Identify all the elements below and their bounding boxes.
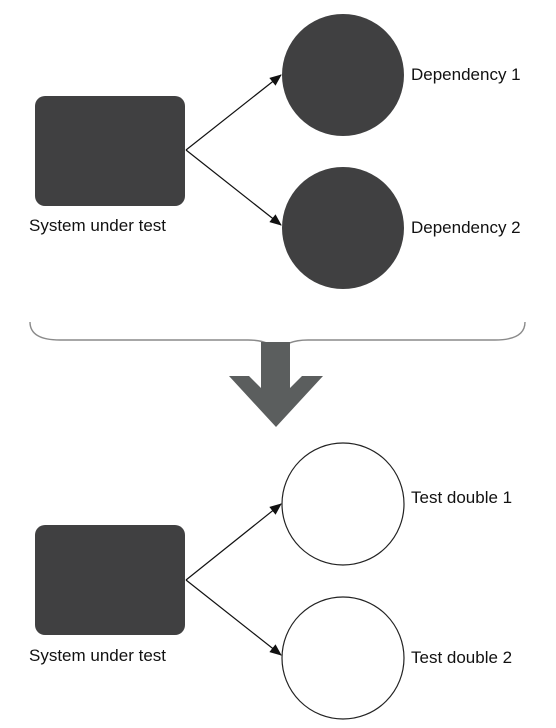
arrow-to-dependency-1: [185, 74, 282, 151]
bottom-section: System under test Test double 1 Test dou…: [29, 442, 512, 720]
system-under-test-label: System under test: [29, 216, 166, 235]
top-section: System under test Dependency 1 Dependenc…: [29, 14, 521, 289]
system-under-test-label-bottom: System under test: [29, 646, 166, 665]
dependency-1-label: Dependency 1: [411, 65, 521, 84]
transition: [29, 321, 526, 427]
dependency-1-circle: [282, 14, 404, 136]
test-double-2-label: Test double 2: [411, 648, 512, 667]
arrow-to-test-double-2: [185, 579, 282, 656]
down-arrow-icon: [229, 342, 323, 427]
arrow-to-test-double-1: [185, 503, 282, 581]
dependency-2-circle: [282, 167, 404, 289]
system-under-test-box: [35, 96, 185, 206]
test-double-1-label: Test double 1: [411, 488, 512, 507]
arrow-to-dependency-2: [185, 149, 282, 226]
test-double-1-circle: [281, 442, 405, 566]
system-under-test-box-bottom: [35, 525, 185, 635]
dependency-2-label: Dependency 2: [411, 218, 521, 237]
test-double-2-circle: [281, 596, 405, 720]
